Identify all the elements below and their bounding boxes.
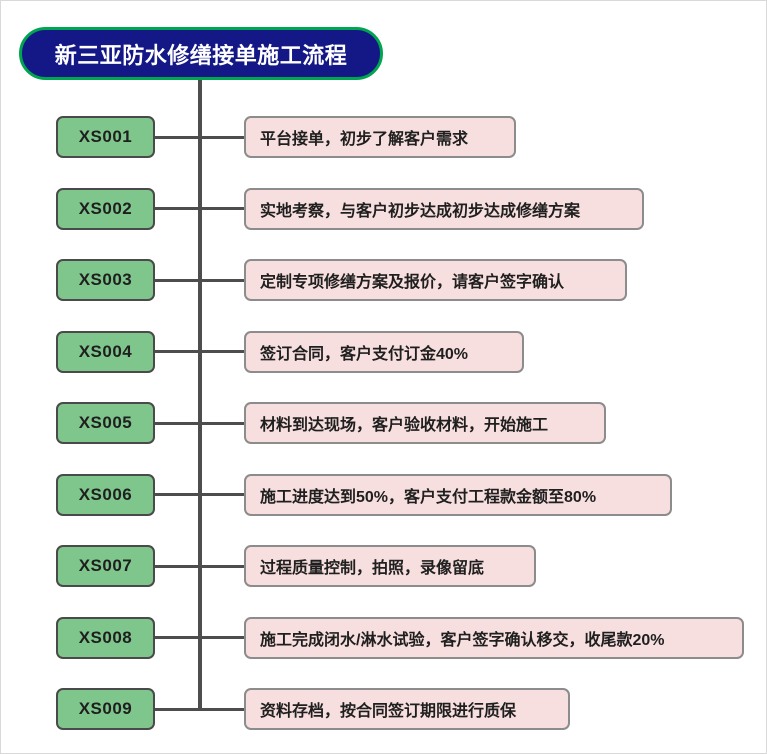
flowchart-title-pill: 新三亚防水修缮接单施工流程 xyxy=(19,27,383,80)
step-code-label: XS006 xyxy=(78,484,133,504)
step-code-label: XS002 xyxy=(78,198,133,218)
step-description-box-xs004[interactable]: 签订合同，客户支付订金40% xyxy=(244,330,524,373)
step-description-label: 材料到达现场，客户验收材料，开始施工 xyxy=(260,417,549,434)
step-description-box-xs008[interactable]: 施工完成闭水/淋水试验，客户签字确认移交，收尾款20% xyxy=(244,616,744,659)
step-code-box-xs006[interactable]: XS006 xyxy=(56,473,155,516)
step-description-box-xs003[interactable]: 定制专项修缮方案及报价，请客户签字确认 xyxy=(244,259,627,301)
step-code-box-xs007[interactable]: XS007 xyxy=(56,545,155,587)
flowchart-step-row: XS006 施工进度达到50%，客户支付工程款金额至80% xyxy=(1,473,766,516)
flowchart-step-row: XS003 定制专项修缮方案及报价，请客户签字确认 xyxy=(1,259,766,301)
flowchart-step-row: XS007 过程质量控制，拍照，录像留底 xyxy=(1,545,766,587)
step-code-label: XS004 xyxy=(78,341,133,361)
step-code-box-xs004[interactable]: XS004 xyxy=(56,330,155,373)
step-description-label: 签订合同，客户支付订金40% xyxy=(260,345,469,363)
step-description-label: 施工进度达到50%，客户支付工程款金额至80% xyxy=(260,488,597,506)
step-code-label: XS005 xyxy=(78,413,133,432)
step-description-label: 定制专项修缮方案及报价，请客户签字确认 xyxy=(260,274,565,291)
step-description-box-xs007[interactable]: 过程质量控制，拍照，录像留底 xyxy=(244,545,536,587)
step-code-box-xs001[interactable]: XS001 xyxy=(56,116,155,158)
flowchart-step-row: XS008 施工完成闭水/淋水试验，客户签字确认移交，收尾款20% xyxy=(1,616,766,659)
step-description-label: 平台接单，初步了解客户需求 xyxy=(260,131,469,148)
flowchart-step-row: XS002 实地考察，与客户初步达成初步达成修缮方案 xyxy=(1,187,766,230)
step-description-box-xs002[interactable]: 实地考察，与客户初步达成初步达成修缮方案 xyxy=(244,187,644,230)
step-code-label: XS009 xyxy=(78,699,133,718)
step-code-box-xs005[interactable]: XS005 xyxy=(56,402,155,444)
step-code-box-xs003[interactable]: XS003 xyxy=(56,259,155,301)
step-code-box-xs008[interactable]: XS008 xyxy=(56,616,155,659)
step-code-label: XS008 xyxy=(78,627,133,647)
step-description-label: 资料存档，按合同签订期限进行质保 xyxy=(260,703,517,720)
step-code-label: XS003 xyxy=(78,270,133,289)
step-description-box-xs001[interactable]: 平台接单，初步了解客户需求 xyxy=(244,116,516,158)
step-code-box-xs009[interactable]: XS009 xyxy=(56,688,155,730)
flowchart-step-row: XS009 资料存档，按合同签订期限进行质保 xyxy=(1,688,766,730)
step-description-box-xs009[interactable]: 资料存档，按合同签订期限进行质保 xyxy=(244,688,570,730)
flowchart-title-text: 新三亚防水修缮接单施工流程 xyxy=(54,42,348,68)
flowchart-step-row: XS005 材料到达现场，客户验收材料，开始施工 xyxy=(1,402,766,444)
vertical-spine-connector xyxy=(198,80,202,709)
step-description-label: 施工完成闭水/淋水试验，客户签字确认移交，收尾款20% xyxy=(260,631,665,649)
step-code-label: XS001 xyxy=(78,127,133,146)
flowchart-step-row: XS001 平台接单，初步了解客户需求 xyxy=(1,116,766,158)
step-code-box-xs002[interactable]: XS002 xyxy=(56,187,155,230)
flowchart-step-row: XS004 签订合同，客户支付订金40% xyxy=(1,330,766,373)
step-description-label: 实地考察，与客户初步达成初步达成修缮方案 xyxy=(260,202,581,220)
step-code-label: XS007 xyxy=(78,556,133,575)
step-description-box-xs006[interactable]: 施工进度达到50%，客户支付工程款金额至80% xyxy=(244,473,672,516)
step-description-box-xs005[interactable]: 材料到达现场，客户验收材料，开始施工 xyxy=(244,402,606,444)
step-description-label: 过程质量控制，拍照，录像留底 xyxy=(260,560,485,577)
